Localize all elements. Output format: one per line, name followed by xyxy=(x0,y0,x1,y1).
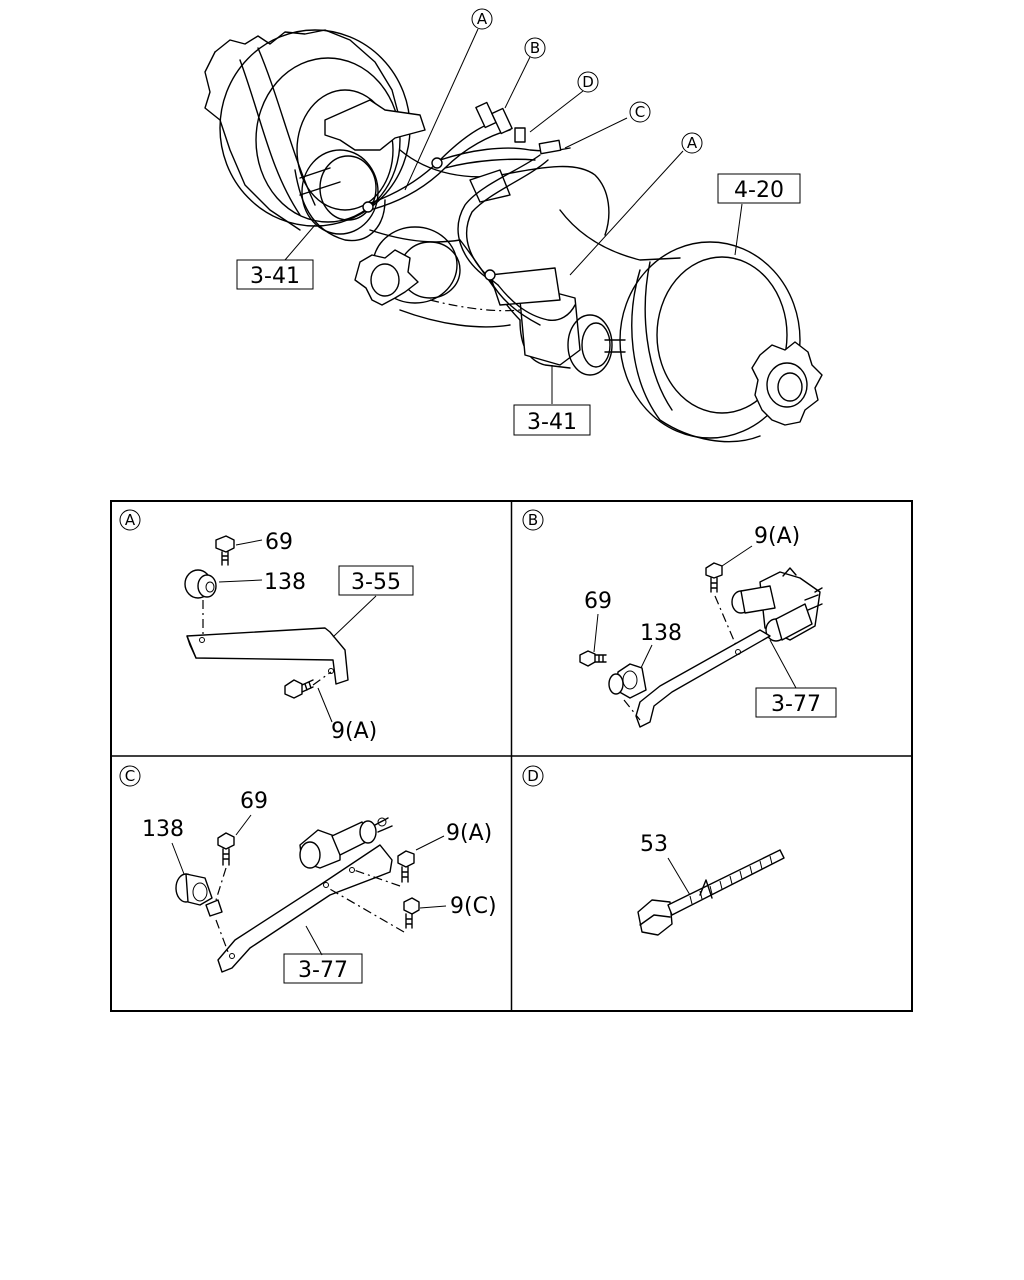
svg-text:9(A): 9(A) xyxy=(754,524,800,549)
svg-text:3-41: 3-41 xyxy=(527,410,577,435)
svg-text:C: C xyxy=(125,767,135,785)
svg-text:53: 53 xyxy=(640,832,668,857)
bracket-3-77-icon xyxy=(635,629,771,728)
ref-box-3-77-b: 3-77 xyxy=(755,687,837,718)
svg-text:3-41: 3-41 xyxy=(250,264,300,289)
svg-text:69: 69 xyxy=(265,530,293,555)
callout-b-top: B xyxy=(524,37,546,59)
svg-text:A: A xyxy=(477,10,488,28)
bolt-9a-icon xyxy=(397,850,415,883)
cable-tie-53-icon xyxy=(637,849,785,936)
bolt-9c-icon xyxy=(403,897,420,929)
svg-text:69: 69 xyxy=(584,589,612,614)
callout-c-top: C xyxy=(629,101,651,123)
svg-text:A: A xyxy=(687,134,698,152)
svg-text:D: D xyxy=(527,767,539,785)
bracket-3-55-icon xyxy=(186,627,349,685)
axle-assembly-illustration xyxy=(204,29,823,443)
panel-d-tag: D xyxy=(522,765,544,787)
ref-box-3-55: 3-55 xyxy=(338,565,414,596)
bolt-69-icon xyxy=(579,650,607,667)
valve-c-icon xyxy=(299,817,393,869)
grommet-138-icon xyxy=(184,569,217,599)
bolt-69-icon xyxy=(215,535,235,566)
callout-a-top: A xyxy=(471,8,493,30)
ref-box-3-41-lower: 3-41 xyxy=(513,404,591,436)
svg-text:138: 138 xyxy=(640,621,682,646)
panel-b-tag: B xyxy=(522,509,544,531)
main-callout-leaders xyxy=(284,28,743,404)
callout-a-right: A xyxy=(681,132,703,154)
panel-c-tag: C xyxy=(119,765,141,787)
svg-text:3-55: 3-55 xyxy=(351,570,401,595)
bolt-9a-icon xyxy=(705,562,723,593)
svg-text:B: B xyxy=(528,511,538,529)
detail-panel-b: B 9(A) 3-77 69 xyxy=(522,509,837,728)
svg-text:9(A): 9(A) xyxy=(446,821,492,846)
detail-panel-c: C 138 69 xyxy=(119,765,497,984)
ref-box-3-77-c: 3-77 xyxy=(283,953,363,984)
bracket-3-77-c-icon xyxy=(217,844,393,973)
svg-text:A: A xyxy=(125,511,136,529)
callout-d-top: D xyxy=(577,71,599,93)
bolt-9a-icon xyxy=(284,679,314,699)
ref-box-3-41-upper: 3-41 xyxy=(236,259,314,290)
ref-box-4-20: 4-20 xyxy=(717,173,801,204)
svg-text:C: C xyxy=(635,103,645,121)
detail-panel-a: A 69 138 3-55 xyxy=(119,509,414,744)
valve-assembly-icon xyxy=(731,567,823,642)
svg-text:138: 138 xyxy=(264,570,306,595)
svg-text:9(C): 9(C) xyxy=(450,894,497,919)
panel-a-tag: A xyxy=(119,509,141,531)
svg-text:3-77: 3-77 xyxy=(771,692,821,717)
svg-text:4-20: 4-20 xyxy=(734,178,784,203)
grommet-138-icon xyxy=(175,873,223,917)
svg-text:3-77: 3-77 xyxy=(298,958,348,983)
svg-text:69: 69 xyxy=(240,789,268,814)
svg-text:138: 138 xyxy=(142,817,184,842)
detail-panel-grid xyxy=(110,500,913,1012)
grommet-138-icon xyxy=(608,663,647,699)
bolt-69-icon xyxy=(217,832,235,866)
detail-panel-d: D 53 xyxy=(522,765,785,936)
svg-text:D: D xyxy=(582,73,594,91)
svg-text:B: B xyxy=(530,39,540,57)
svg-text:9(A): 9(A) xyxy=(331,719,377,744)
